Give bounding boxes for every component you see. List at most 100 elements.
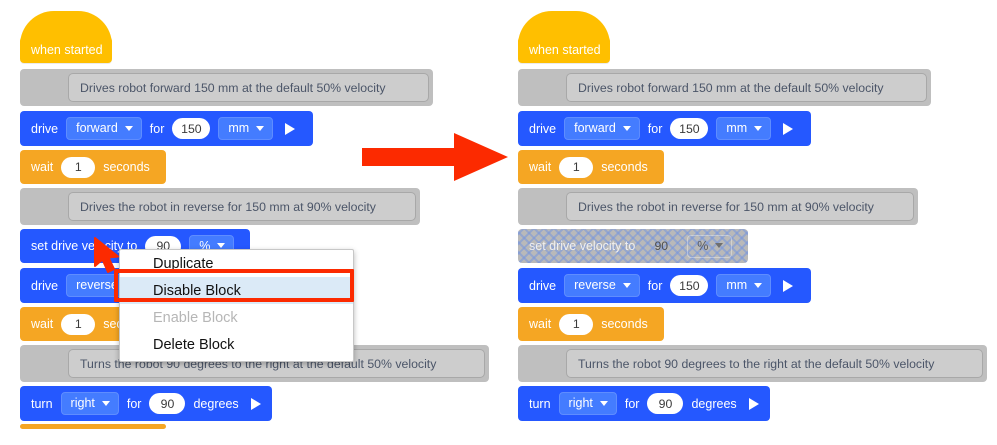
block-context-menu[interactable]: Duplicate Disable Block Enable Block Del…: [119, 249, 354, 362]
drive-direction-dropdown[interactable]: forward: [66, 117, 142, 140]
wait-seconds-input[interactable]: 1: [61, 156, 96, 178]
context-menu-item-enable-block: Enable Block: [153, 309, 238, 326]
after-drive-verb-label: drive: [529, 121, 557, 136]
play-icon[interactable]: [748, 397, 759, 410]
comment-text-2: Drives the robot in reverse for 150 mm a…: [80, 199, 376, 214]
after-comment-block-1[interactable]: Drives robot forward 150 mm at the defau…: [518, 69, 931, 106]
turn-verb-label: turn: [31, 396, 53, 411]
after-drive-reverse-direction-value: reverse: [574, 278, 616, 292]
after-comment-bubble-3: Turns the robot 90 degrees to the right …: [566, 349, 983, 378]
drive-for-label: for: [149, 121, 165, 136]
when-started-label: when started: [31, 43, 103, 57]
after-drive-direction-dropdown[interactable]: forward: [564, 117, 640, 140]
after-wait2-verb-label: wait: [529, 317, 552, 331]
turn-unit-label: degrees: [193, 396, 239, 411]
when-started-hat-block[interactable]: when started: [20, 11, 112, 63]
drive-reverse-verb-label: drive: [31, 278, 59, 293]
drive-unit-value: mm: [228, 121, 250, 135]
set-drive-velocity-unit-value: %: [199, 238, 211, 253]
after-drive-unit-value: mm: [726, 121, 748, 135]
after-set-drive-velocity-input[interactable]: 90: [654, 239, 669, 253]
after-wait-block-1[interactable]: wait 1 seconds: [518, 150, 664, 184]
wait-unit-label: seconds: [103, 160, 150, 174]
after-drive-unit-dropdown[interactable]: mm: [716, 117, 772, 140]
drive-distance-input[interactable]: 150: [172, 118, 211, 139]
after-set-drive-velocity-block-disabled[interactable]: set drive velocity to 90 %: [518, 229, 748, 263]
after-comment-text-2: Drives the robot in reverse for 150 mm a…: [578, 199, 874, 214]
after-wait-verb-label: wait: [529, 160, 552, 174]
after-drive-reverse-for-label: for: [647, 278, 663, 293]
chevron-down-icon: [599, 400, 608, 406]
after-comment-text-3: Turns the robot 90 degrees to the right …: [578, 356, 935, 371]
after-turn-direction-dropdown[interactable]: right: [558, 392, 617, 415]
chevron-down-icon: [754, 282, 763, 288]
after-wait2-seconds-input[interactable]: 1: [559, 313, 594, 335]
after-set-drive-velocity-label: set drive velocity to: [529, 239, 636, 253]
turn-direction-dropdown[interactable]: right: [60, 392, 119, 415]
after-comment-bubble-2: Drives the robot in reverse for 150 mm a…: [566, 192, 914, 221]
after-set-drive-velocity-unit-dropdown[interactable]: %: [687, 234, 733, 258]
after-turn-right-block[interactable]: turn right for 90 degrees: [518, 386, 770, 421]
chevron-down-icon: [715, 243, 724, 248]
play-icon[interactable]: [250, 397, 261, 410]
turn-right-block[interactable]: turn right for 90 degrees: [20, 386, 272, 421]
play-icon[interactable]: [783, 122, 794, 135]
after-wait-unit-label: seconds: [601, 160, 648, 174]
after-wait2-unit-label: seconds: [601, 317, 648, 331]
next-block-clipped[interactable]: [20, 424, 166, 429]
chevron-down-icon: [124, 125, 133, 131]
after-hat-dome: [518, 11, 610, 45]
after-comment-text-1: Drives robot forward 150 mm at the defau…: [578, 80, 884, 95]
chevron-down-icon: [622, 282, 631, 288]
after-drive-reverse-unit-dropdown[interactable]: mm: [716, 274, 772, 297]
context-menu-item-delete-block[interactable]: Delete Block: [153, 336, 235, 353]
wait-verb-label: wait: [31, 160, 54, 174]
after-comment-block-3[interactable]: Turns the robot 90 degrees to the right …: [518, 345, 987, 382]
wait-block-1[interactable]: wait 1 seconds: [20, 150, 166, 184]
after-drive-reverse-verb-label: drive: [529, 278, 557, 293]
after-turn-amount-input[interactable]: 90: [647, 393, 684, 414]
comment-bubble-2: Drives the robot in reverse for 150 mm a…: [68, 192, 416, 221]
turn-for-label: for: [126, 396, 142, 411]
wait2-verb-label: wait: [31, 317, 54, 331]
turn-amount-input[interactable]: 90: [149, 393, 186, 414]
after-comment-bubble-1: Drives robot forward 150 mm at the defau…: [566, 73, 927, 102]
after-turn-verb-label: turn: [529, 396, 551, 411]
after-set-drive-velocity-unit-value: %: [697, 238, 709, 253]
wait2-seconds-input[interactable]: 1: [61, 313, 96, 335]
after-drive-for-label: for: [647, 121, 663, 136]
hat-dome: [20, 11, 112, 45]
play-icon[interactable]: [783, 279, 794, 292]
drive-unit-dropdown[interactable]: mm: [218, 117, 274, 140]
after-turn-unit-label: degrees: [691, 396, 737, 411]
after-drive-reverse-direction-dropdown[interactable]: reverse: [564, 274, 640, 297]
after-wait-seconds-input[interactable]: 1: [559, 156, 594, 178]
after-comment-block-2[interactable]: Drives the robot in reverse for 150 mm a…: [518, 188, 918, 225]
after-drive-reverse-block[interactable]: drive reverse for 150 mm: [518, 268, 811, 303]
drive-verb-label: drive: [31, 121, 59, 136]
after-turn-for-label: for: [624, 396, 640, 411]
mouse-cursor-icon: [94, 237, 119, 273]
disable-block-highlight-annotation: [114, 269, 354, 302]
drive-forward-block[interactable]: drive forward for 150 mm: [20, 111, 313, 146]
chevron-down-icon: [256, 125, 265, 131]
chevron-down-icon: [217, 243, 226, 248]
comment-bubble-1: Drives robot forward 150 mm at the defau…: [68, 73, 429, 102]
after-when-started-label: when started: [529, 43, 601, 57]
after-drive-reverse-unit-value: mm: [726, 278, 748, 292]
after-drive-reverse-distance-input[interactable]: 150: [670, 275, 709, 296]
context-menu-item-duplicate[interactable]: Duplicate: [153, 255, 214, 272]
comment-text-1: Drives robot forward 150 mm at the defau…: [80, 80, 386, 95]
after-drive-forward-block[interactable]: drive forward for 150 mm: [518, 111, 811, 146]
after-wait-block-2[interactable]: wait 1 seconds: [518, 307, 664, 341]
transition-right-arrow-icon: [362, 133, 508, 181]
after-drive-distance-input[interactable]: 150: [670, 118, 709, 139]
chevron-down-icon: [101, 400, 110, 406]
after-when-started-hat-block[interactable]: when started: [518, 11, 610, 63]
comment-block-1[interactable]: Drives robot forward 150 mm at the defau…: [20, 69, 433, 106]
comment-block-2[interactable]: Drives the robot in reverse for 150 mm a…: [20, 188, 420, 225]
chevron-down-icon: [754, 125, 763, 131]
play-icon[interactable]: [285, 122, 296, 135]
after-turn-direction-value: right: [568, 396, 593, 410]
